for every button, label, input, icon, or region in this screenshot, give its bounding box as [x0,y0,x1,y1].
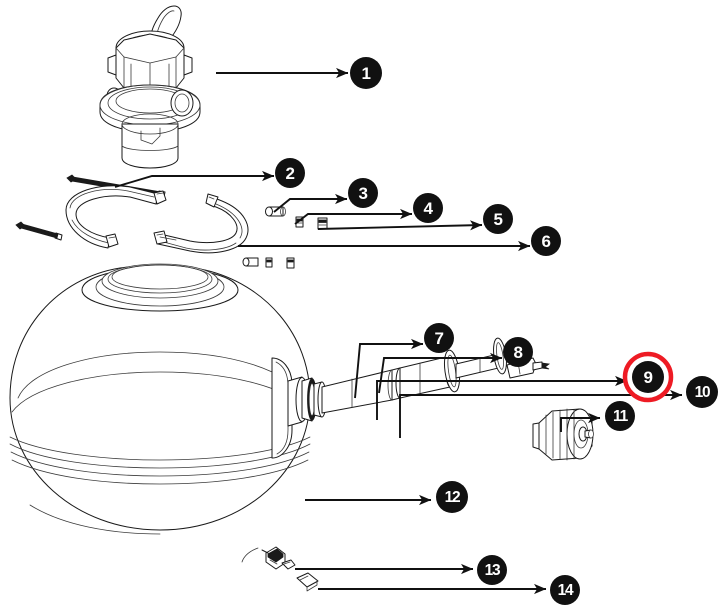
callout-badge-10[interactable]: 1010 [686,376,718,408]
callout-disc-11[interactable] [605,401,635,431]
callout-disc-13[interactable] [477,555,507,585]
leader-5 [317,220,483,231]
callout-badge-12[interactable]: 1212 [436,481,468,513]
callout-badge-14[interactable]: 1414 [550,575,580,605]
knurled-nut-part [532,408,594,461]
callout-number-2: 2 [286,164,295,183]
callout-disc-9[interactable] [632,361,664,393]
leader-2 [114,170,275,188]
filter-tank-body [9,263,311,535]
leader-11 [560,412,601,432]
callout-disc-4[interactable] [413,193,443,223]
callout-disc-12[interactable] [436,481,468,513]
callout-badge-13[interactable]: 1313 [477,555,507,585]
callout-disc-6[interactable] [531,226,561,256]
drain-gasket-part [296,572,319,592]
valve-neck [121,113,179,169]
callout-badge-5[interactable]: 55 [483,204,513,234]
callout-number-7: 7 [435,329,444,348]
valve-flange [99,84,201,133]
callout-disc-10[interactable] [686,376,718,408]
callout-number-11: 11 [613,408,629,425]
leader-7 [354,338,424,399]
leader-4 [294,208,413,225]
tank-inlet-union [287,376,327,427]
callout-number-6: 6 [542,232,551,251]
leader-9 [376,375,628,420]
callout-number-1: 1 [362,64,371,83]
callout-badge-9[interactable]: 99 [622,351,674,403]
small-fastener-b [317,217,328,230]
callout-number-14: 14 [558,582,574,599]
leader-10 [399,389,683,438]
callout-badge-2[interactable]: 22 [275,158,305,188]
clamp-bolt-lower [15,221,63,241]
callout-badge-7[interactable]: 77 [424,323,454,353]
callout-number-13: 13 [485,562,501,579]
callout-badge-11[interactable]: 1111 [605,401,635,431]
callout-number-9: 9 [644,368,653,387]
standpipe-assembly [287,337,594,461]
standpipe-section-one [321,369,397,414]
callout-disc-3[interactable] [348,178,378,208]
multiport-valve-assembly [99,5,201,169]
callout-number-3: 3 [359,184,368,203]
leader-lines [114,67,683,595]
drain-valve-part [241,546,286,570]
callout-badge-6[interactable]: 66 [531,226,561,256]
callout-number-4: 4 [424,199,434,218]
leader-3 [273,193,348,213]
small-fastener-c [242,257,259,267]
small-fastener-d [265,257,273,268]
callout-badge-8[interactable]: 88 [503,337,533,367]
callout-number-8: 8 [514,343,523,362]
callout-number-10: 10 [695,384,710,401]
callout-highlight-ring-9 [622,351,674,403]
drain-plug-part [281,559,296,570]
callout-badges: 11223344556677889910101111121213131414 [275,57,718,605]
callout-disc-1[interactable] [350,57,382,89]
clamp-band-left [65,185,167,249]
callout-disc-14[interactable] [550,575,580,605]
callout-number-5: 5 [494,210,503,229]
small-fastener-e [286,257,295,269]
callout-number-12: 12 [445,489,460,506]
callout-disc-5[interactable] [483,204,513,234]
callout-badge-1[interactable]: 11 [350,57,382,89]
callout-badge-4[interactable]: 44 [413,193,443,223]
callout-badge-3[interactable]: 33 [348,178,378,208]
callout-disc-8[interactable] [503,337,533,367]
callout-disc-2[interactable] [275,158,305,188]
callout-disc-7[interactable] [424,323,454,353]
clamp-band-right [153,193,249,254]
